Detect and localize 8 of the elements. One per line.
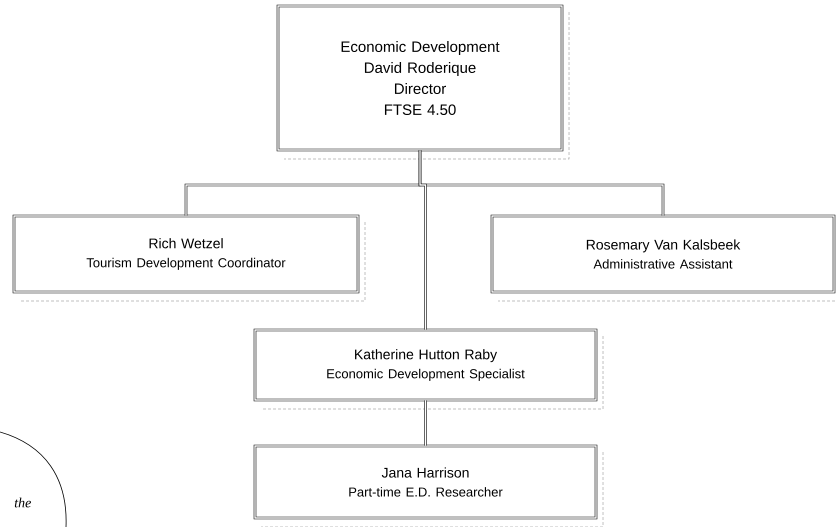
org-box: Jana Harrison Part-time E.D. Researcher (254, 444, 604, 527)
org-box: Economic Development David Roderique Director FTSE 4.50 (276, 4, 570, 160)
connector-line (418, 150, 427, 330)
org-box: Rosemary Van Kalsbeek Administrative Assistant (490, 214, 837, 302)
speech-bubble: the (0, 432, 66, 527)
org-box: Katherine Hutton Raby Economic Development Specialist (254, 328, 604, 410)
connector-line (424, 400, 427, 446)
org-box: Rich Wetzel Tourism Development Coordinator (12, 214, 366, 302)
